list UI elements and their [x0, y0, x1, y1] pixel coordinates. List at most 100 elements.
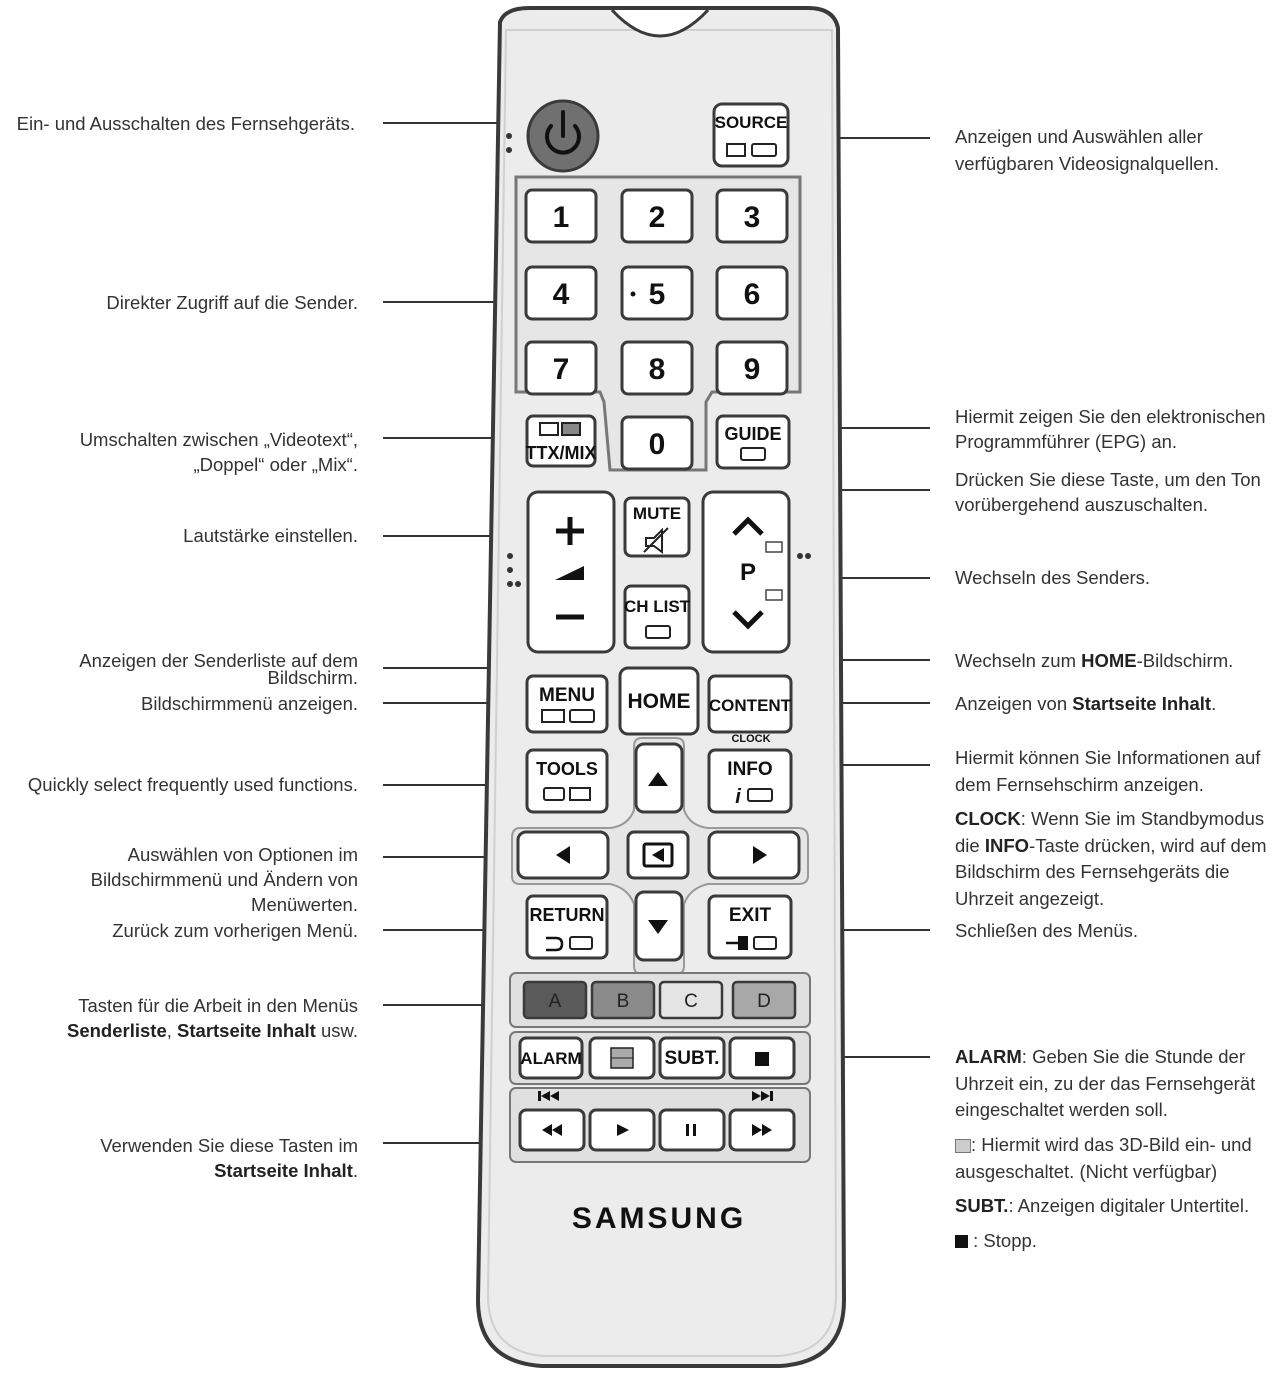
- color-key-a-label: A: [549, 991, 562, 1012]
- guide-button[interactable]: GUIDE: [715, 414, 791, 470]
- color-key-c-label: C: [684, 991, 698, 1012]
- brand-logo: SAMSUNG: [572, 1202, 746, 1235]
- enter-button[interactable]: [626, 830, 690, 880]
- digit-8-label: 8: [649, 353, 666, 386]
- ttx-mix-key-label: TTX/MIX: [526, 443, 597, 463]
- color-key-c-button[interactable]: C: [658, 980, 724, 1020]
- digit-0-label: 0: [649, 428, 666, 461]
- callout-power: Ein- und Ausschalten des Fernsehgeräts.: [16, 113, 355, 134]
- info-button[interactable]: INFO i: [707, 748, 793, 814]
- 3d-icon: [610, 1047, 634, 1069]
- digit-6-label: 6: [744, 278, 761, 311]
- digit-2-label: 2: [649, 201, 666, 234]
- pause-button[interactable]: [658, 1108, 726, 1152]
- enter-icon: [642, 842, 674, 868]
- volume-up-icon: [556, 517, 584, 545]
- exit-button[interactable]: EXIT: [707, 894, 793, 960]
- guide-key-label: GUIDE: [724, 424, 781, 444]
- menu-key-label: MENU: [539, 685, 595, 706]
- callout-mute: Drücken Sie diese Taste, um den Ton vorü…: [955, 469, 1261, 515]
- digit-7-button[interactable]: 7: [524, 340, 598, 396]
- home-key-label: HOME: [628, 690, 691, 713]
- alarm-button[interactable]: ALARM: [518, 1036, 584, 1080]
- pause-icon: [686, 1124, 696, 1136]
- info-key-label: INFO: [727, 759, 772, 780]
- power-button[interactable]: [506, 99, 600, 173]
- color-key-a-button[interactable]: A: [522, 980, 588, 1020]
- content-key-label: CONTENT: [709, 696, 792, 715]
- stop-icon: [955, 1235, 968, 1248]
- channel-down-icon: [732, 610, 764, 630]
- navigation-pad[interactable]: [511, 737, 809, 975]
- callout-alarm: ALARM: Geben Sie die Stunde der Uhrzeit …: [955, 1046, 1256, 1120]
- fast-forward-button[interactable]: [728, 1108, 796, 1152]
- play-icon: [617, 1124, 629, 1136]
- ch-list-button[interactable]: CH LIST: [623, 584, 691, 650]
- subt-key-label: SUBT.: [665, 1048, 720, 1069]
- callout-home: Wechseln zum HOME-Bildschirm.: [955, 650, 1234, 671]
- callout-colorkeys: Tasten für die Arbeit in den Menüs Sende…: [67, 995, 358, 1041]
- callout-arrows: Auswählen von Optionen im Bildschirmmenü…: [90, 844, 358, 915]
- callout-chlist: Anzeigen der Senderliste auf dem Bildsch…: [79, 650, 358, 688]
- callout-digits: Direkter Zugriff auf die Sender.: [106, 292, 358, 313]
- channel-rocker[interactable]: P: [701, 490, 811, 654]
- stop-button[interactable]: [728, 1036, 796, 1080]
- arrow-down-icon: [648, 920, 668, 934]
- callout-subt: SUBT.: Anzeigen digitaler Untertitel.: [955, 1195, 1250, 1216]
- right-button[interactable]: [707, 830, 801, 880]
- color-key-b-label: B: [617, 991, 630, 1012]
- rewind-button[interactable]: [518, 1108, 586, 1152]
- p-key-label: P: [740, 559, 756, 586]
- color-key-b-button[interactable]: B: [590, 980, 656, 1020]
- digit-3-button[interactable]: 3: [715, 188, 789, 244]
- callout-tools: Quickly select frequently used functions…: [27, 774, 358, 795]
- tools-key-label: TOOLS: [536, 759, 598, 779]
- callout-clock: CLOCK: Wenn Sie im Standbymodus die INFO…: [955, 808, 1267, 909]
- channel-up-icon: [732, 516, 764, 536]
- subt-button[interactable]: SUBT.: [658, 1036, 726, 1080]
- color-key-d-button[interactable]: D: [731, 980, 797, 1020]
- callout-source: Anzeigen und Auswählen aller verfügbaren…: [955, 126, 1219, 174]
- arrow-left-icon: [556, 846, 570, 864]
- digit-4-button[interactable]: 4: [524, 265, 598, 321]
- tools-button[interactable]: TOOLS: [525, 748, 609, 814]
- digit-3-label: 3: [744, 201, 761, 234]
- callout-exit: Schließen des Menüs.: [955, 920, 1139, 941]
- rewind-icon: [542, 1124, 562, 1136]
- digit-0-button[interactable]: 0: [620, 415, 694, 471]
- digit-keypad[interactable]: 1 2 3 4 5 6 7 8 9 0: [514, 175, 802, 472]
- exit-icon: [726, 936, 748, 950]
- content-button[interactable]: CONTENT: [707, 674, 793, 734]
- digit-5-button[interactable]: 5: [620, 265, 694, 321]
- return-button[interactable]: RETURN: [525, 894, 609, 960]
- play-button[interactable]: [588, 1108, 656, 1152]
- down-button[interactable]: [634, 890, 684, 962]
- digit-9-label: 9: [744, 353, 761, 386]
- menu-button[interactable]: MENU: [525, 674, 609, 734]
- volume-rocker[interactable]: [507, 490, 616, 654]
- digit-2-button[interactable]: 2: [620, 188, 694, 244]
- callout-info: Hiermit können Sie Informationen auf dem…: [955, 747, 1261, 795]
- media-keys: [509, 1087, 811, 1163]
- digit-8-button[interactable]: 8: [620, 340, 694, 396]
- source-key-label: SOURCE: [715, 113, 788, 132]
- mute-icon: [643, 527, 669, 554]
- up-button[interactable]: [634, 742, 684, 814]
- return-key-label: RETURN: [530, 905, 605, 925]
- digit-1-button[interactable]: 1: [524, 188, 598, 244]
- callout-menu: Bildschirmmenü anzeigen.: [141, 693, 358, 714]
- skip-back-icon: [538, 1091, 559, 1101]
- function-keys: ALARM SUBT.: [509, 1031, 811, 1085]
- digit-6-button[interactable]: 6: [715, 265, 789, 321]
- mute-button[interactable]: MUTE: [623, 496, 691, 558]
- home-button[interactable]: HOME: [618, 666, 700, 736]
- left-button[interactable]: [516, 830, 610, 880]
- 3d-button[interactable]: [588, 1036, 656, 1080]
- mute-key-label: MUTE: [633, 504, 681, 523]
- digit-9-button[interactable]: 9: [715, 340, 789, 396]
- digit-7-label: 7: [553, 353, 570, 386]
- source-button[interactable]: SOURCE: [712, 102, 790, 168]
- ch-list-key-label: CH LIST: [624, 597, 691, 616]
- digit-5-label: 5: [649, 278, 666, 311]
- ttx-mix-button[interactable]: TTX/MIX: [525, 414, 597, 468]
